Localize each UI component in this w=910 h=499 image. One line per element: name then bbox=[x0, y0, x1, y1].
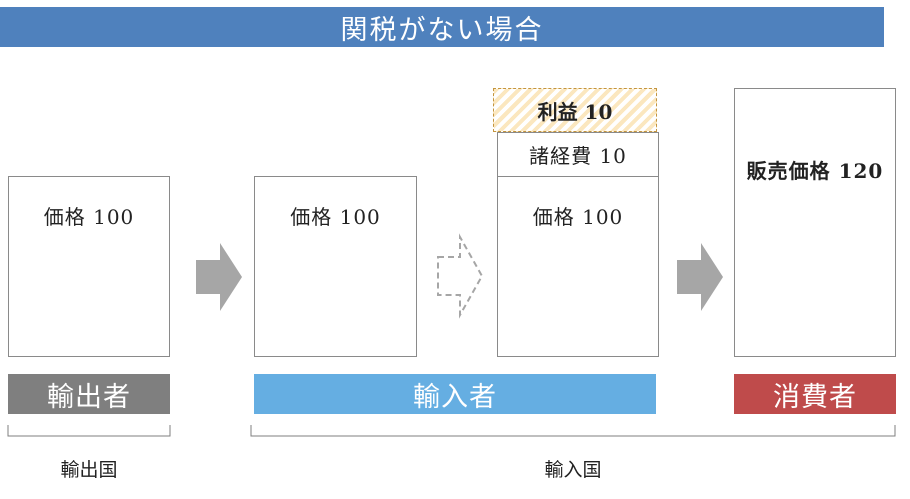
import-country-label: 輸入国 bbox=[544, 459, 602, 481]
after-price-box: 価格 100 bbox=[497, 176, 659, 357]
exporter-price-label: 価格 100 bbox=[43, 205, 135, 229]
profit-label: 利益 10 bbox=[537, 99, 613, 124]
role-importer: 輸入者 bbox=[254, 374, 656, 414]
arrow-right-shape bbox=[677, 243, 723, 311]
after-price-label: 価格 100 bbox=[532, 205, 624, 229]
expenses-label: 諸経費 10 bbox=[529, 144, 627, 168]
export-country-label: 輸出国 bbox=[60, 459, 118, 481]
dashed-arrow-right-icon bbox=[437, 233, 484, 319]
sale-price-label: 販売価格 120 bbox=[746, 159, 884, 183]
expenses-box: 諸経費 10 bbox=[497, 132, 659, 176]
arrow-right-shape bbox=[196, 243, 242, 311]
import-country-bracket bbox=[250, 425, 896, 437]
exporter-price-box: 価格 100 bbox=[8, 176, 170, 357]
title-banner: 関税がない場合 bbox=[0, 7, 884, 47]
role-exporter: 輸出者 bbox=[8, 374, 170, 414]
importer-price-label: 価格 100 bbox=[290, 205, 381, 229]
importer-price-box: 価格 100 bbox=[254, 176, 417, 357]
arrow-right-icon bbox=[196, 243, 242, 311]
role-consumer: 消費者 bbox=[734, 374, 896, 414]
profit-box: 利益 10 bbox=[493, 88, 657, 132]
dashed-arrow-shape bbox=[437, 233, 484, 319]
arrow-right-icon bbox=[677, 243, 723, 311]
export-country-bracket bbox=[7, 425, 171, 437]
sale-price-box: 販売価格 120 bbox=[734, 88, 896, 357]
